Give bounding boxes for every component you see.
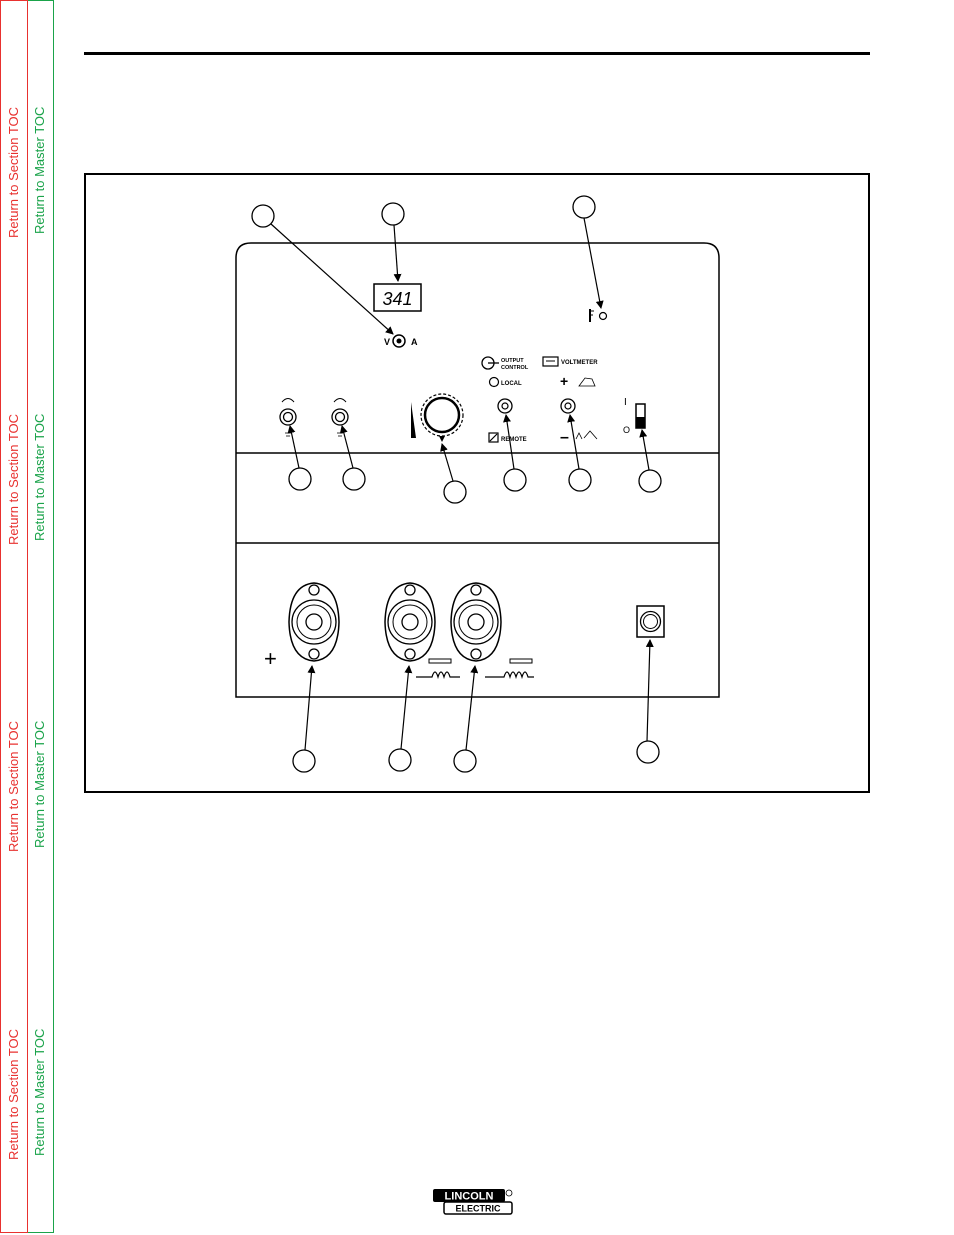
volts-label: V — [384, 337, 390, 347]
callout-circle-8 — [568, 468, 592, 492]
local-remote-toggle[interactable] — [497, 398, 513, 414]
callout-circle-2 — [381, 202, 405, 226]
callout-circle-3 — [572, 195, 596, 219]
return-to-section-toc-link-2[interactable]: Return to Section TOC — [6, 413, 21, 545]
inductor-high-icon — [485, 658, 534, 680]
minus-polarity-label: – — [560, 429, 569, 446]
return-to-master-toc-link-1[interactable]: Return to Master TOC — [32, 106, 47, 234]
master-toc-strip — [28, 0, 54, 1233]
output-control-label-2: CONTROL — [501, 365, 529, 371]
power-switch[interactable] — [635, 403, 646, 429]
return-to-section-toc-link-3[interactable]: Return to Section TOC — [6, 720, 21, 852]
remote-icon — [488, 432, 499, 443]
thermal-light-icon — [589, 309, 608, 322]
callout-circle-6 — [443, 480, 467, 504]
section-toc-strip — [0, 0, 28, 1233]
callout-circle-11 — [388, 748, 412, 772]
logo-text-lincoln: LINCOLN — [445, 1191, 494, 1203]
remote-jack-1[interactable] — [279, 398, 297, 437]
meter-display: 341 — [382, 289, 412, 309]
lincoln-electric-logo: LINCOLN ELECTRIC — [433, 1189, 513, 1215]
return-to-master-toc-link-2[interactable]: Return to Master TOC — [32, 413, 47, 541]
remote-jack-2[interactable] — [331, 398, 349, 437]
meter-selector-switch[interactable]: V A — [384, 334, 418, 348]
voltmeter-label: VOLTMETER — [561, 360, 598, 366]
voltmeter-icon — [542, 356, 559, 367]
negative-output-terminal-1[interactable] — [384, 582, 436, 662]
control-panel-diagram: 341 V A OUTPUT CONTROL LOCAL REMOTE VOLT… — [235, 195, 720, 773]
callout-leader-lines — [270, 217, 654, 751]
output-control-dial[interactable] — [411, 393, 464, 442]
callout-circle-13 — [636, 740, 660, 764]
inductor-low-icon — [416, 658, 460, 680]
electrode-negative-icon — [575, 430, 598, 440]
power-off-label: O — [623, 425, 630, 435]
return-to-master-toc-link-3[interactable]: Return to Master TOC — [32, 720, 47, 848]
control-panel-figure: 341 V A OUTPUT CONTROL LOCAL REMOTE VOLT… — [84, 173, 870, 793]
callout-circle-5 — [342, 467, 366, 491]
panel-outline — [235, 242, 720, 698]
digital-meter: 341 — [373, 283, 422, 312]
callout-circle-4 — [288, 467, 312, 491]
callout-circle-7 — [503, 468, 527, 492]
plus-polarity-label: + — [560, 373, 568, 389]
amps-label: A — [411, 337, 418, 347]
polarity-toggle[interactable] — [560, 398, 576, 414]
callout-circle-1 — [251, 204, 275, 228]
header-rule — [84, 52, 870, 55]
logo-text-electric: ELECTRIC — [456, 1204, 502, 1214]
return-to-section-toc-link-1[interactable]: Return to Section TOC — [6, 106, 21, 238]
positive-output-terminal[interactable] — [288, 582, 340, 662]
output-control-icon — [481, 356, 499, 370]
negative-output-terminal-2[interactable] — [450, 582, 502, 662]
callout-circle-12 — [453, 749, 477, 773]
remote-label: REMOTE — [501, 437, 527, 443]
control-cable-receptacle[interactable] — [636, 605, 665, 638]
local-label: LOCAL — [501, 381, 522, 387]
output-control-label-1: OUTPUT — [501, 358, 524, 364]
return-to-master-toc-link-4[interactable]: Return to Master TOC — [32, 1028, 47, 1156]
positive-terminal-symbol: + — [264, 646, 277, 671]
callout-circle-10 — [292, 749, 316, 773]
local-icon — [488, 376, 500, 388]
electrode-positive-icon — [578, 377, 596, 387]
power-on-label: I — [624, 397, 627, 408]
callout-circle-9 — [638, 469, 662, 493]
return-to-section-toc-link-4[interactable]: Return to Section TOC — [6, 1028, 21, 1160]
